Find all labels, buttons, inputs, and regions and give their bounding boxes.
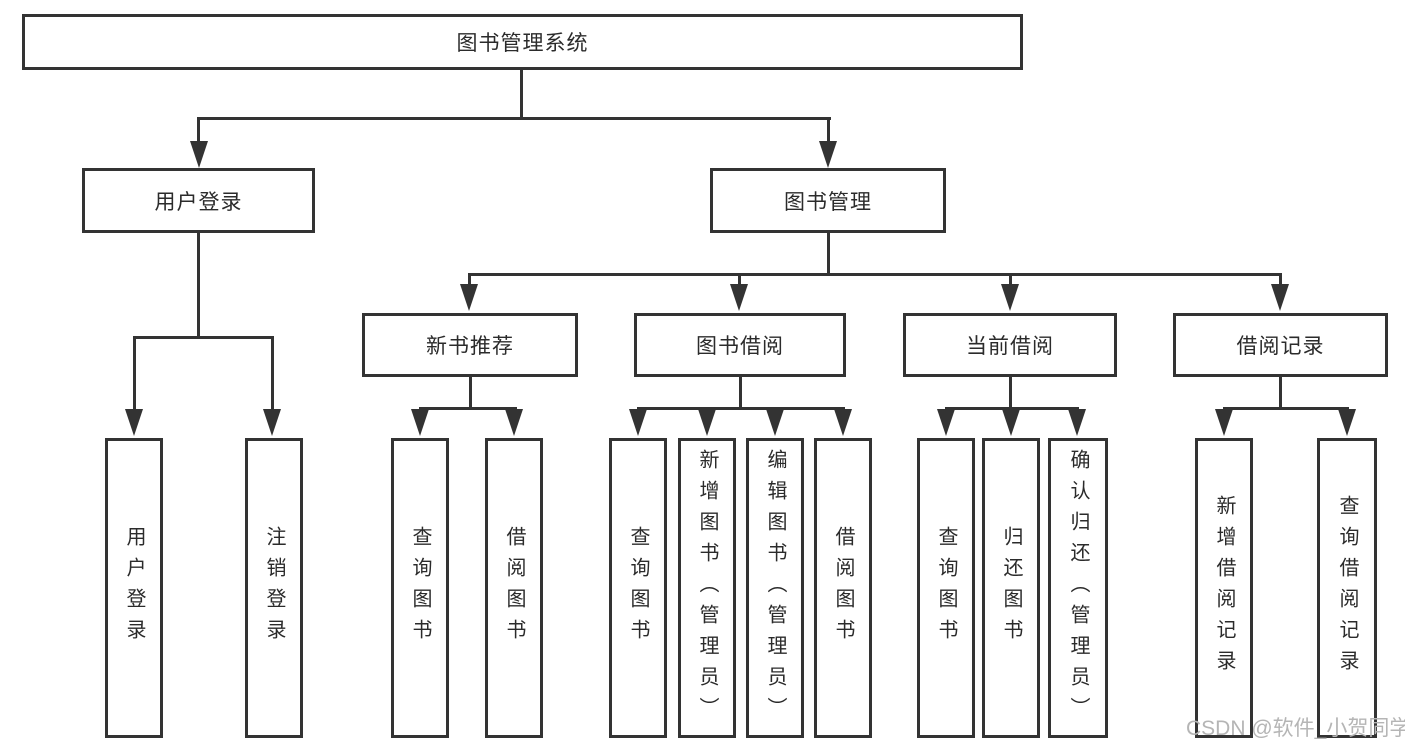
connector-bookmgmt-stem [827,231,830,273]
leaf-br-add-record: 新增借阅记录 [1195,438,1253,738]
connector-bookmgmt-drop-2 [738,273,741,286]
connector-root-rail [197,117,831,120]
arrow-to-nbr-query [411,409,429,436]
connector-root-drop-left [197,117,200,145]
connector-currentborrow-rail [945,407,1079,410]
arrow-to-cb-confirm [1068,409,1086,436]
leaf-br-query-record: 查询借阅记录 [1317,438,1377,738]
node-new-book-rec-label: 新书推荐 [426,335,514,358]
connector-userlogin-drop-2 [271,336,274,411]
connector-currentborrow-stem [1009,377,1012,407]
node-book-borrow-label: 图书借阅 [696,335,784,358]
leaf-nbr-borrow-books-label: 借阅图书 [503,526,525,650]
leaf-logout: 注销登录 [245,438,303,738]
leaf-cb-return-books-label: 归还图书 [1000,526,1022,650]
leaf-bb-borrow-books-label: 借阅图书 [832,526,854,650]
connector-bookmgmt-rail [468,273,1282,276]
leaf-cb-query-books: 查询图书 [917,438,975,738]
leaf-bb-add-books-label: 新增图书（管理员） [696,448,718,728]
connector-bookmgmt-drop-1 [468,273,471,286]
node-current-borrow-label: 当前借阅 [966,335,1054,358]
leaf-bb-query-books: 查询图书 [609,438,667,738]
leaf-user-login-label: 用户登录 [123,526,145,650]
leaf-nbr-borrow-books: 借阅图书 [485,438,543,738]
node-book-mgmt-branch: 图书管理 [710,168,946,233]
connector-borrowrecords-stem [1279,377,1282,407]
leaf-cb-return-books: 归还图书 [982,438,1040,738]
connector-userlogin-rail [133,336,274,339]
connector-root-stem [520,70,523,117]
connector-userlogin-drop-1 [133,336,136,411]
connector-bookborrow-stem [739,377,742,407]
leaf-logout-label: 注销登录 [263,526,285,650]
leaf-bb-edit-books: 编辑图书（管理员） [746,438,804,738]
node-root: 图书管理系统 [22,14,1023,70]
connector-bookborrow-rail [637,407,845,410]
arrow-to-bb-borrow [834,409,852,436]
arrow-to-book-borrow [730,284,748,311]
arrow-to-new-book-rec [460,284,478,311]
node-user-login-branch: 用户登录 [82,168,315,233]
connector-newbookrec-rail [419,407,517,410]
arrow-to-book-mgmt [819,141,837,168]
connector-borrowrecords-rail [1223,407,1349,410]
leaf-nbr-query-books: 查询图书 [391,438,449,738]
node-current-borrow: 当前借阅 [903,313,1117,377]
arrow-to-bb-add [698,409,716,436]
node-borrow-records: 借阅记录 [1173,313,1388,377]
leaf-nbr-query-books-label: 查询图书 [409,526,431,650]
arrow-to-cb-return [1002,409,1020,436]
leaf-bb-borrow-books: 借阅图书 [814,438,872,738]
connector-bookmgmt-drop-3 [1009,273,1012,286]
arrow-to-nbr-borrow [505,409,523,436]
node-book-borrow: 图书借阅 [634,313,846,377]
arrow-to-bb-edit [766,409,784,436]
arrow-to-borrow-records [1271,284,1289,311]
leaf-bb-query-books-label: 查询图书 [627,526,649,650]
node-book-mgmt-branch-label: 图书管理 [784,190,872,214]
arrow-to-leaf-user-login [125,409,143,436]
leaf-bb-add-books: 新增图书（管理员） [678,438,736,738]
node-user-login-branch-label: 用户登录 [154,190,243,214]
leaf-br-add-record-label: 新增借阅记录 [1213,495,1235,681]
leaf-cb-confirm-return: 确认归还（管理员） [1048,438,1108,738]
arrow-to-br-add [1215,409,1233,436]
connector-userlogin-stem [197,233,200,336]
csdn-watermark: CSDN @软件_小贺同学 [1186,717,1405,740]
connector-newbookrec-stem [469,377,472,407]
leaf-cb-confirm-return-label: 确认归还（管理员） [1067,448,1089,728]
node-borrow-records-label: 借阅记录 [1236,335,1325,358]
connector-bookmgmt-drop-4 [1279,273,1282,286]
connector-root-drop-right [827,117,830,145]
node-new-book-rec: 新书推荐 [362,313,578,377]
leaf-cb-query-books-label: 查询图书 [935,526,957,650]
arrow-to-bb-query [629,409,647,436]
leaf-user-login: 用户登录 [105,438,163,738]
arrow-to-current-borrow [1001,284,1019,311]
arrow-to-cb-query [937,409,955,436]
arrow-to-br-query [1338,409,1356,436]
leaf-br-query-record-label: 查询借阅记录 [1336,495,1358,681]
arrow-to-leaf-logout [263,409,281,436]
arrow-to-user-login [190,141,208,168]
node-root-label: 图书管理系统 [456,32,589,55]
leaf-bb-edit-books-label: 编辑图书（管理员） [764,448,786,728]
